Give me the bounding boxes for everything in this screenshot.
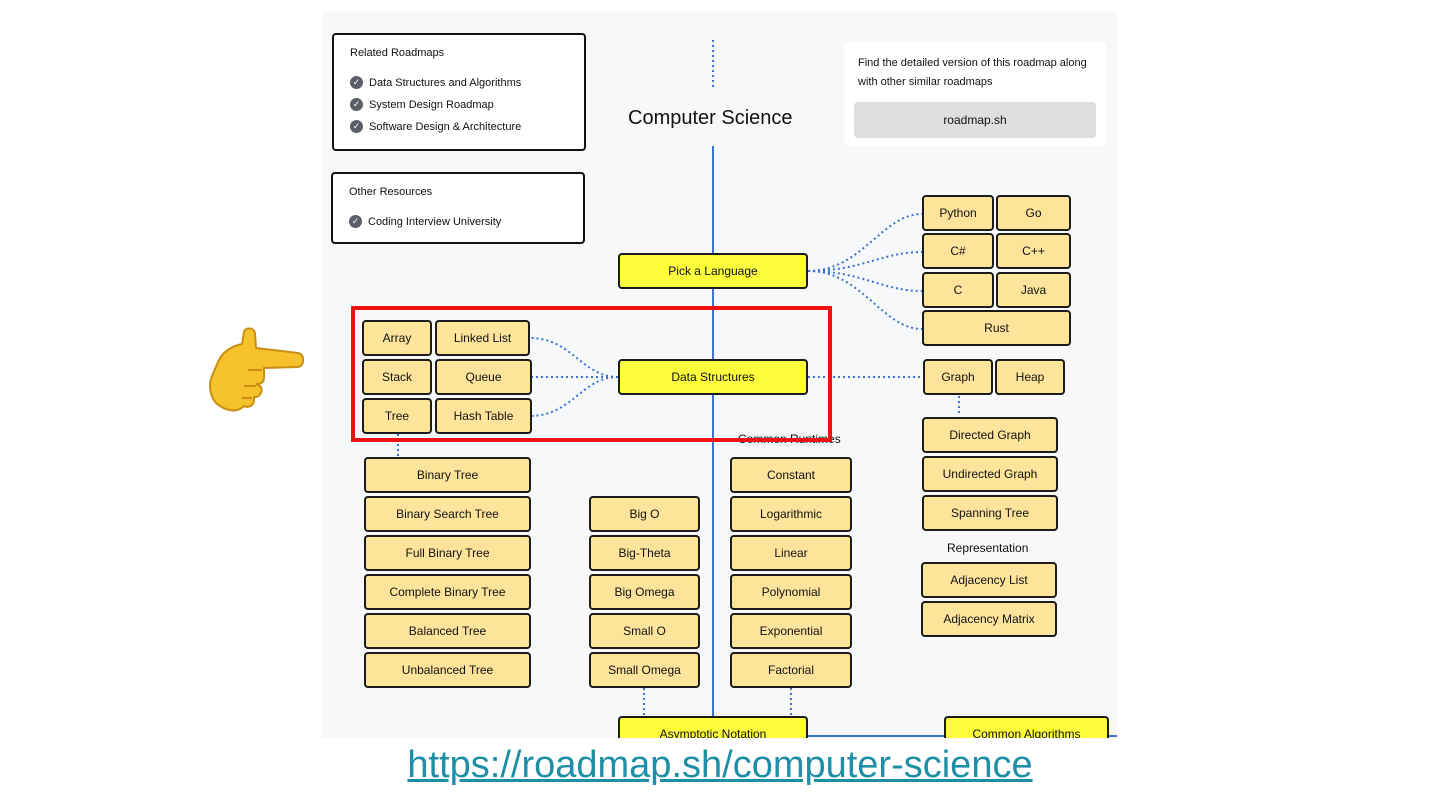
node-queue[interactable]: Queue [435,359,532,395]
check-circle-icon: ✓ [349,215,362,228]
related-item-system-design[interactable]: ✓ System Design Roadmap [350,98,494,111]
check-circle-icon: ✓ [350,76,363,89]
node-constant[interactable]: Constant [730,457,852,493]
check-circle-icon: ✓ [350,98,363,111]
node-pick-a-language[interactable]: Pick a Language [618,253,808,289]
node-go[interactable]: Go [996,195,1071,231]
node-adjacency-list[interactable]: Adjacency List [921,562,1057,598]
info-text: Find the detailed version of this roadma… [858,57,1087,88]
representation-label: Representation [947,541,1029,555]
related-item-label: Software Design & Architecture [369,120,522,133]
node-asymptotic-notation[interactable]: Asymptotic Notation [618,716,808,738]
info-box: Find the detailed version of this roadma… [844,42,1106,146]
node-big-o[interactable]: Big O [589,496,700,532]
node-common-algorithms[interactable]: Common Algorithms [944,716,1109,738]
node-python[interactable]: Python [922,195,994,231]
node-rust[interactable]: Rust [922,310,1071,346]
other-item-label: Coding Interview University [368,215,502,228]
node-undirected-graph[interactable]: Undirected Graph [922,456,1058,492]
node-stack[interactable]: Stack [362,359,432,395]
node-csharp[interactable]: C# [922,233,994,269]
node-binary-search-tree[interactable]: Binary Search Tree [364,496,531,532]
node-small-o[interactable]: Small O [589,613,700,649]
node-exponential[interactable]: Exponential [730,613,852,649]
node-complete-binary-tree[interactable]: Complete Binary Tree [364,574,531,610]
node-data-structures[interactable]: Data Structures [618,359,808,395]
related-item-label: System Design Roadmap [369,98,494,111]
other-item-coding-interview[interactable]: ✓ Coding Interview University [349,215,501,228]
node-linked-list[interactable]: Linked List [435,320,530,356]
related-roadmaps-title: Related Roadmaps [350,47,445,59]
check-circle-icon: ✓ [350,120,363,133]
node-adjacency-matrix[interactable]: Adjacency Matrix [921,601,1057,637]
roadmap-title: Computer Science [628,107,793,129]
roadmap-url-link[interactable]: https://roadmap.sh/computer-science [407,744,1033,786]
node-java[interactable]: Java [996,272,1071,308]
node-balanced-tree[interactable]: Balanced Tree [364,613,531,649]
node-tree[interactable]: Tree [362,398,432,434]
node-factorial[interactable]: Factorial [730,652,852,688]
node-linear[interactable]: Linear [730,535,852,571]
node-small-omega[interactable]: Small Omega [589,652,700,688]
node-full-binary-tree[interactable]: Full Binary Tree [364,535,531,571]
node-spanning-tree[interactable]: Spanning Tree [922,495,1058,531]
node-logarithmic[interactable]: Logarithmic [730,496,852,532]
node-c[interactable]: C [922,272,994,308]
node-binary-tree[interactable]: Binary Tree [364,457,531,493]
node-array[interactable]: Array [362,320,432,356]
related-roadmaps-panel: Related Roadmaps ✓ Data Structures and A… [332,33,586,151]
related-item-software-design[interactable]: ✓ Software Design & Architecture [350,120,521,133]
node-big-omega[interactable]: Big Omega [589,574,700,610]
roadmap-canvas: Related Roadmaps ✓ Data Structures and A… [322,12,1117,738]
pointing-hand-icon [209,327,305,412]
roadmap-link-button[interactable]: roadmap.sh [854,102,1096,138]
highlight-box [351,306,832,442]
related-item-label: Data Structures and Algorithms [369,76,522,89]
node-unbalanced-tree[interactable]: Unbalanced Tree [364,652,531,688]
other-resources-title: Other Resources [349,186,433,198]
node-polynomial[interactable]: Polynomial [730,574,852,610]
node-graph[interactable]: Graph [923,359,993,395]
related-item-dsa[interactable]: ✓ Data Structures and Algorithms [350,76,521,89]
node-hash-table[interactable]: Hash Table [435,398,532,434]
other-resources-panel: Other Resources ✓ Coding Interview Unive… [331,172,585,244]
node-directed-graph[interactable]: Directed Graph [922,417,1058,453]
node-cpp[interactable]: C++ [996,233,1071,269]
node-big-theta[interactable]: Big-Theta [589,535,700,571]
node-heap[interactable]: Heap [995,359,1065,395]
